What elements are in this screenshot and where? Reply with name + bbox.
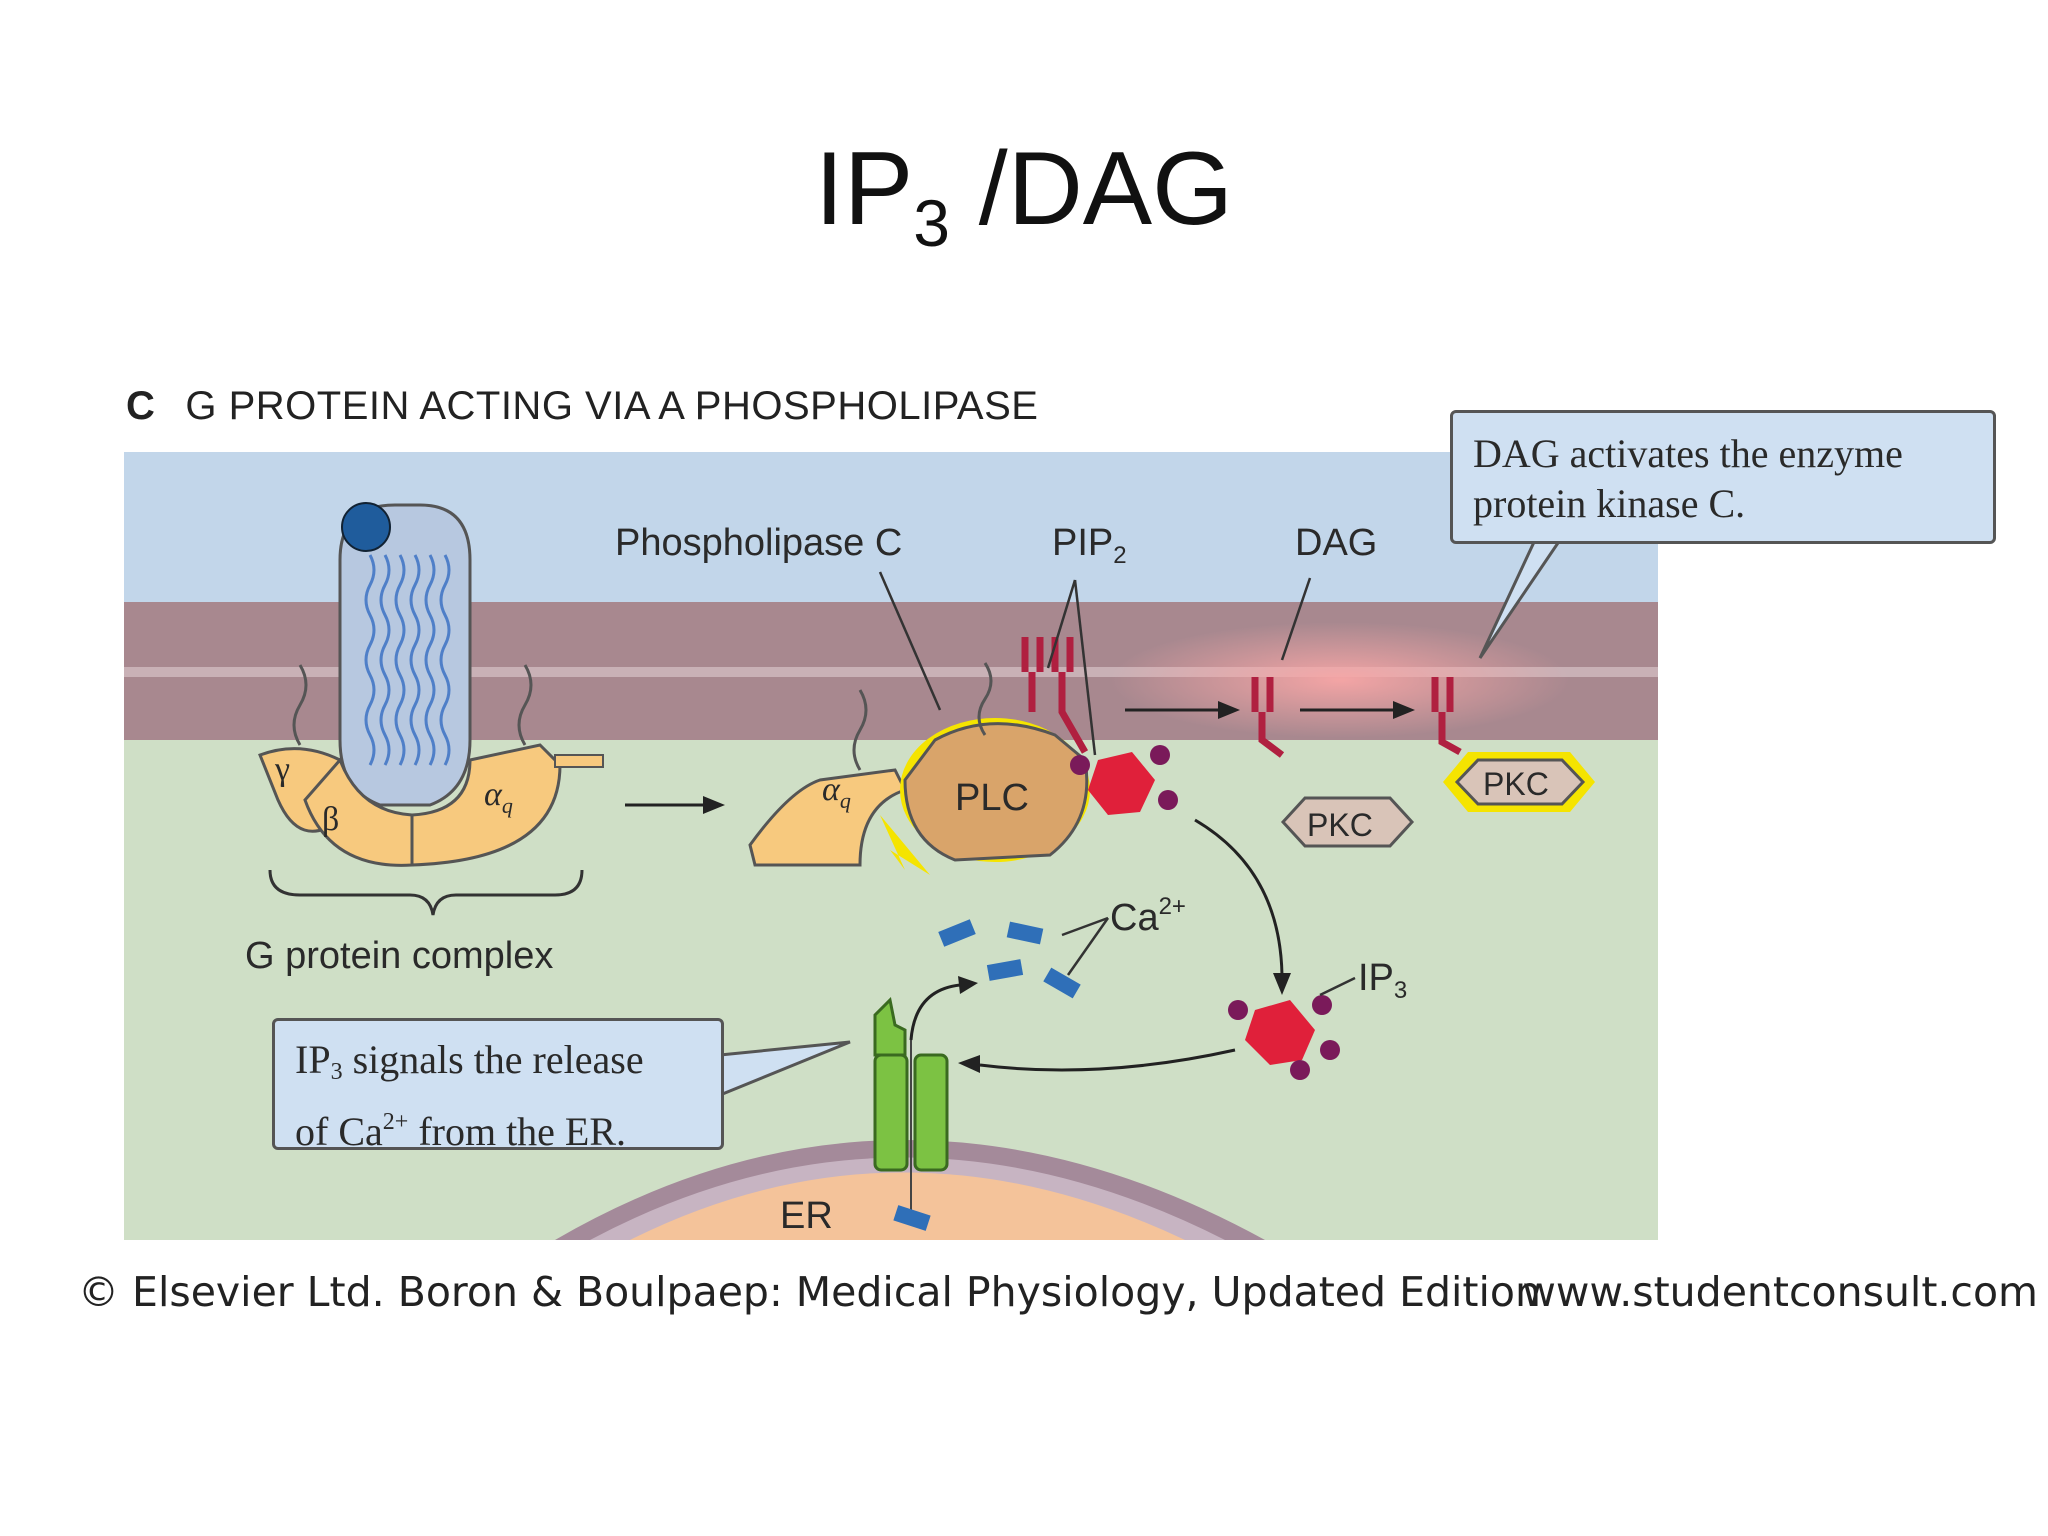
calcium-leader-2 <box>1066 917 1110 976</box>
panel-heading-text: G PROTEIN ACTING VIA A PHOSPHOLIPASE <box>185 384 1039 428</box>
dag-movement-arrows <box>1125 701 1415 719</box>
ip3-free <box>1228 995 1340 1080</box>
title-rest: /DAG <box>949 131 1234 247</box>
pkc-inactive-label: PKC <box>1307 807 1373 843</box>
dag-callout-line-1: DAG activates the enzyme <box>1473 431 1903 476</box>
plc-label: PLC <box>955 777 1029 819</box>
dag-label: DAG <box>1295 522 1377 564</box>
pip2-leader-2 <box>1073 579 1097 756</box>
ip3-callout-line-2: of Ca2+ from the ER. <box>295 1109 627 1154</box>
phospholipase-c-enzyme: PLC <box>880 662 1090 875</box>
panel-letter: C <box>126 384 156 428</box>
source-url: www.studentconsult.com <box>1522 1268 2038 1316</box>
ip3-callout-line-1: IP3 signals the release <box>295 1037 644 1085</box>
title-main: IP <box>814 131 914 247</box>
activation-arrow <box>625 796 725 814</box>
ip3-receptor-channel <box>873 996 949 1210</box>
dag-leader <box>1280 577 1312 661</box>
calcium-leader-1 <box>1061 916 1109 937</box>
dag-lipid-1 <box>1251 677 1285 758</box>
pkc-active-label: PKC <box>1483 766 1549 802</box>
pkc-active: PKC <box>1443 752 1595 812</box>
panel-heading: C G PROTEIN ACTING VIA A PHOSPHOLIPASE <box>126 384 1038 429</box>
g-protein-complex-label: G protein complex <box>245 935 553 977</box>
phospholipase-c-leader <box>878 571 942 711</box>
dag-lipid-2 <box>1431 677 1462 756</box>
alpha-q-label: αq <box>484 776 513 818</box>
phospholipase-c-label: Phospholipase C <box>615 522 902 564</box>
ip3-label: IP3 <box>1358 957 1407 1004</box>
dag-membrane-glow <box>1110 622 1570 738</box>
alpha-q-free-label: αq <box>822 771 851 813</box>
dag-callout-line-2: protein kinase C. <box>1473 481 1746 526</box>
copyright-text: © Elsevier Ltd. Boron & Boulpaep: Medica… <box>78 1268 1541 1316</box>
dag-callout: DAG activates the enzyme protein kinase … <box>1450 410 1996 544</box>
title-subscript: 3 <box>913 186 950 260</box>
copyright-footer: © Elsevier Ltd. Boron & Boulpaep: Medica… <box>78 1268 2038 1316</box>
beta-label: β <box>322 801 339 838</box>
calcium-label: Ca2+ <box>1110 893 1186 939</box>
calcium-release-arrow <box>909 976 978 1041</box>
g-protein-coupled-receptor <box>338 502 472 807</box>
alpha-q-subunit: αq <box>748 689 908 867</box>
bound-ligand <box>341 502 391 552</box>
ip3-at-membrane <box>1070 745 1178 815</box>
g-protein-complex: γ β αq <box>258 664 604 867</box>
calcium-ions <box>893 919 1081 1231</box>
ip3-callout: IP3 signals the release of Ca2+ from the… <box>272 1018 724 1154</box>
ip3-diffusion-arrow <box>1194 818 1291 995</box>
gamma-label: γ <box>274 751 290 788</box>
pip2-leader-1 <box>1046 579 1077 669</box>
slide-title: IP3 /DAG <box>0 130 2048 261</box>
ip3-binding-arrow <box>958 1048 1236 1073</box>
pkc-inactive: PKC <box>1280 796 1415 848</box>
g-protein-complex-brace <box>268 869 584 916</box>
er-label: ER <box>780 1195 833 1237</box>
ip3-leader <box>1319 976 1356 997</box>
pip2-label: PIP2 <box>1052 522 1127 569</box>
